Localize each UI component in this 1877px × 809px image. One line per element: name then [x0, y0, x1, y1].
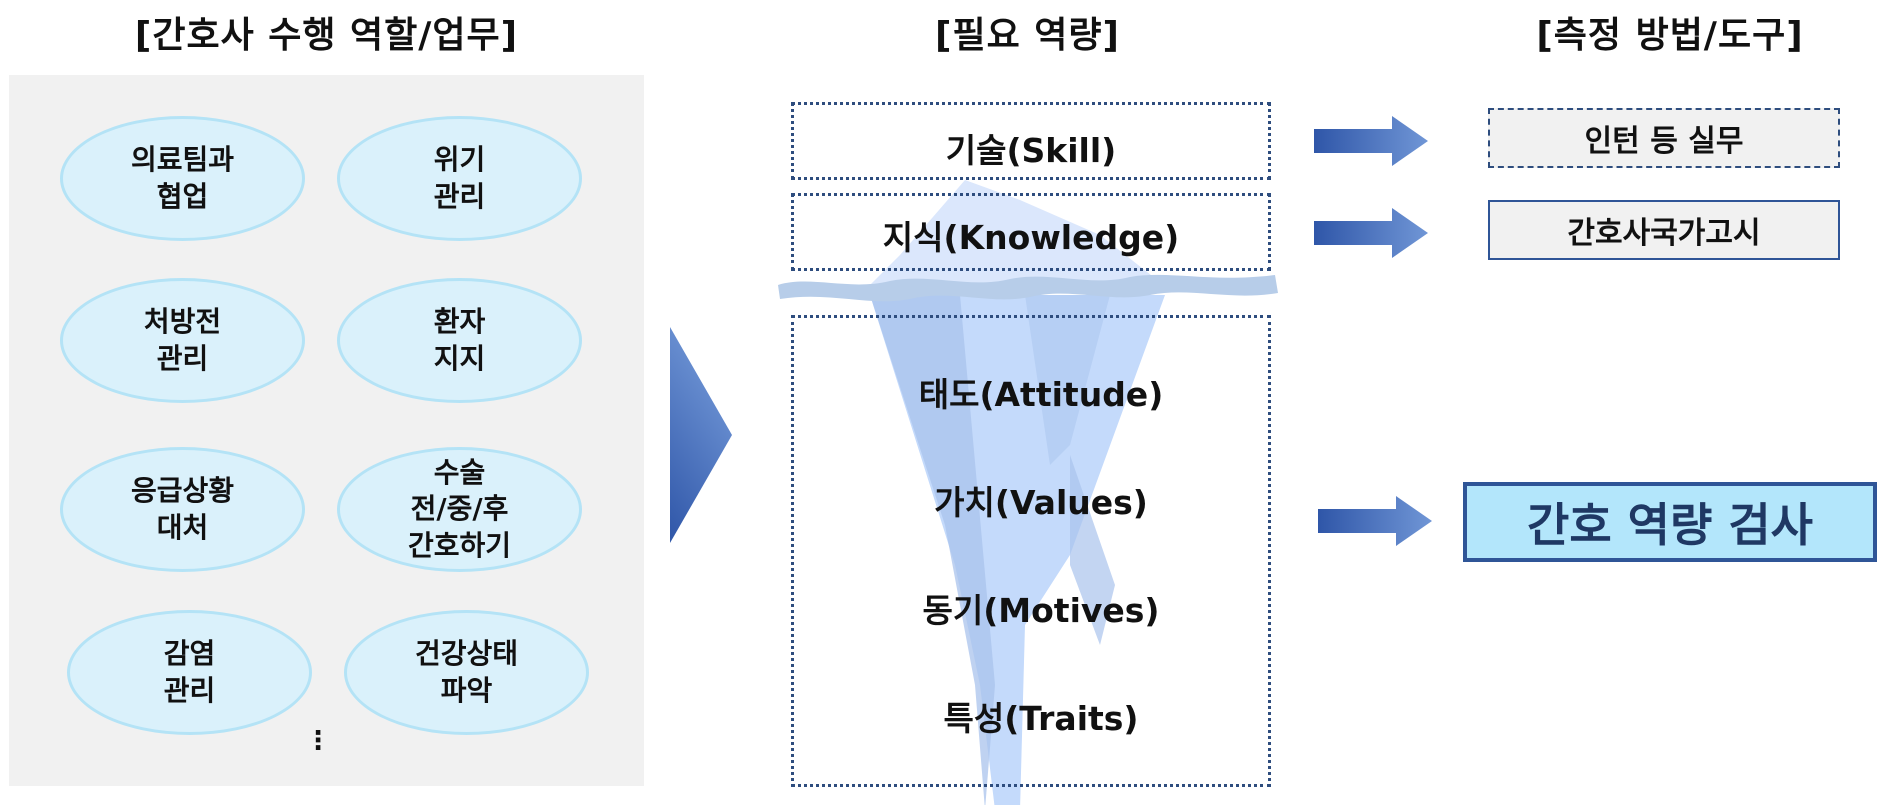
role-health-assessment: 건강상태 파악: [344, 610, 589, 735]
competency-skill: 기술(Skill): [945, 131, 1117, 170]
roles-heading: [간호사 수행 역할/업무]: [134, 15, 519, 56]
competency-traits: 특성(Traits): [943, 699, 1139, 738]
underwater-competencies-box: [791, 315, 1271, 787]
role-collaboration: 의료팀과 협업: [60, 116, 305, 241]
transition-triangle: [670, 327, 732, 543]
competency-values: 가치(Values): [934, 483, 1148, 522]
skill-box: [791, 102, 1271, 180]
competency-attitude: 태도(Attitude): [918, 375, 1164, 414]
role-perioperative-care: 수술 전/중/후 간호하기: [337, 447, 582, 572]
role-crisis-management: 위기 관리: [337, 116, 582, 241]
arrow-to-competency-test: [1318, 496, 1432, 546]
more-roles-ellipsis: ⋮: [305, 726, 331, 756]
competency-motives: 동기(Motives): [922, 591, 1160, 630]
arrow-to-internship: [1314, 116, 1428, 166]
arrow-to-national-exam: [1314, 208, 1428, 258]
method-internship: 인턴 등 실무: [1488, 108, 1840, 168]
method-competency-test: 간호 역량 검사: [1463, 482, 1877, 562]
role-prescription-management: 처방전 관리: [60, 278, 305, 403]
role-infection-control: 감염 관리: [67, 610, 312, 735]
knowledge-box: [791, 193, 1271, 271]
methods-heading: [측정 방법/도구]: [1536, 15, 1804, 56]
iceberg-illustration: [778, 180, 1278, 805]
role-emergency-response: 응급상황 대처: [60, 447, 305, 572]
competencies-heading: [필요 역량]: [935, 15, 1120, 56]
competency-knowledge: 지식(Knowledge): [882, 218, 1180, 257]
role-patient-support: 환자 지지: [337, 278, 582, 403]
method-national-exam: 간호사국가고시: [1488, 200, 1840, 260]
